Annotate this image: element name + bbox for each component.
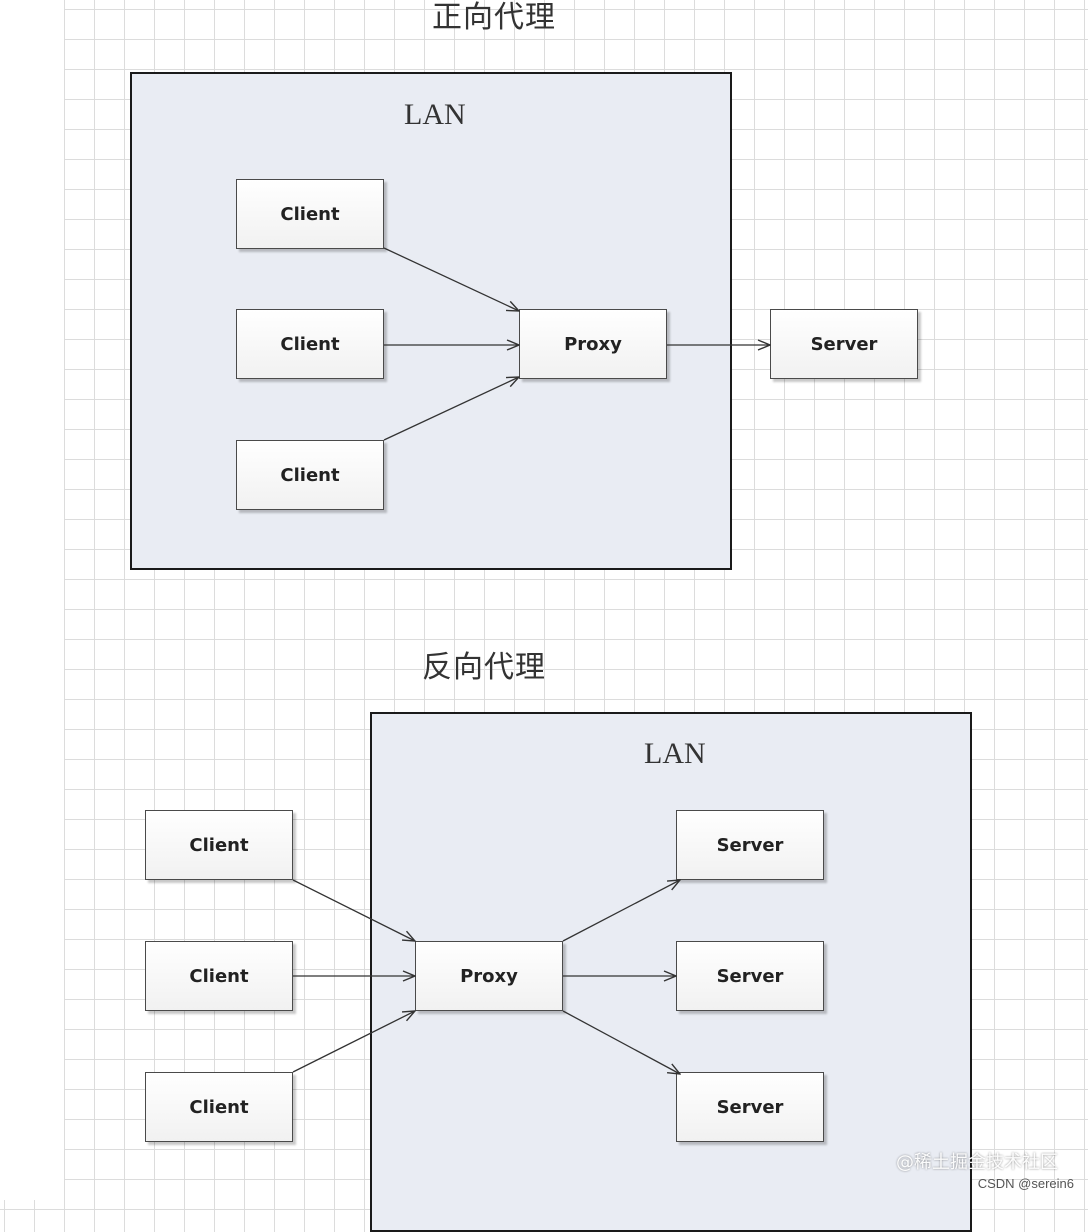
arrow-reverse-proxy-server1 bbox=[562, 880, 680, 942]
author-watermark: CSDN @serein6 bbox=[977, 1176, 1074, 1191]
forward-proxy-node: Proxy bbox=[519, 309, 667, 379]
forward-server-node: Server bbox=[770, 309, 918, 379]
reverse-client-1: Client bbox=[145, 810, 293, 880]
forward-client-1: Client bbox=[236, 179, 384, 249]
reverse-server-1: Server bbox=[676, 810, 824, 880]
site-watermark: @稀土掘金技术社区 bbox=[896, 1152, 1058, 1173]
arrow-forward-client1-proxy bbox=[383, 247, 519, 311]
forward-lan-label: LAN bbox=[404, 98, 466, 131]
page-margin bbox=[0, 0, 64, 1200]
arrow-reverse-client3-proxy bbox=[292, 1011, 415, 1073]
reverse-proxy-title: 反向代理 bbox=[422, 650, 546, 685]
reverse-server-2: Server bbox=[676, 941, 824, 1011]
forward-client-3: Client bbox=[236, 440, 384, 510]
forward-proxy-title: 正向代理 bbox=[432, 0, 556, 35]
arrow-reverse-proxy-server3 bbox=[562, 1010, 680, 1074]
forward-client-2: Client bbox=[236, 309, 384, 379]
reverse-server-3: Server bbox=[676, 1072, 824, 1142]
reverse-proxy-node: Proxy bbox=[415, 941, 563, 1011]
reverse-client-3: Client bbox=[145, 1072, 293, 1142]
arrow-forward-client3-proxy bbox=[383, 377, 519, 441]
reverse-lan-label: LAN bbox=[644, 737, 706, 770]
connector-arrows bbox=[292, 247, 1088, 1200]
reverse-client-2: Client bbox=[145, 941, 293, 1011]
arrow-reverse-client1-proxy bbox=[292, 879, 415, 941]
